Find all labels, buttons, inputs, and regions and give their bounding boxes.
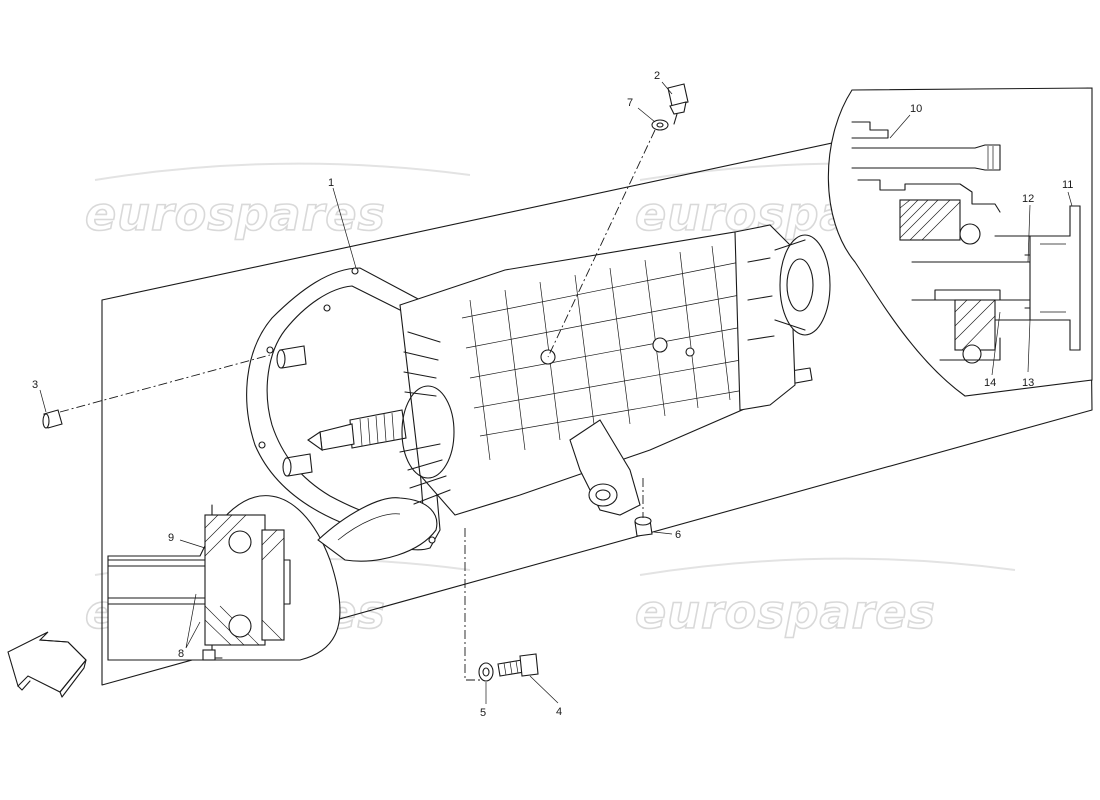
callout-labels: 1 2 3 4 5 6 7 8 9 10 11 12 13 14 bbox=[32, 70, 1073, 719]
bolt-and-washer-parts bbox=[478, 653, 539, 682]
callout-8: 8 bbox=[178, 648, 184, 660]
callout-2: 2 bbox=[654, 70, 660, 82]
callout-11: 11 bbox=[1062, 179, 1073, 191]
front-direction-arrow-icon bbox=[7, 631, 87, 698]
assembly-axes bbox=[59, 129, 656, 681]
assembly-frame bbox=[101, 87, 1093, 686]
callout-4: 4 bbox=[556, 706, 562, 718]
callout-13: 13 bbox=[1022, 377, 1034, 389]
speed-sensor-part bbox=[651, 83, 689, 131]
callout-3: 3 bbox=[32, 379, 38, 391]
watermark-4: eurospares bbox=[635, 585, 936, 639]
callout-14: 14 bbox=[984, 377, 996, 389]
callout-9: 9 bbox=[168, 532, 174, 544]
callout-6: 6 bbox=[675, 529, 681, 541]
callout-5: 5 bbox=[480, 707, 486, 719]
drain-plug-part bbox=[634, 516, 653, 537]
rear-output-detail bbox=[827, 87, 1093, 397]
dowel-pin-part bbox=[42, 409, 63, 429]
gearbox-casing bbox=[246, 224, 831, 562]
callout-10: 10 bbox=[910, 103, 922, 115]
callout-7: 7 bbox=[627, 97, 633, 109]
callout-12: 12 bbox=[1022, 193, 1034, 205]
leader-lines bbox=[39, 81, 1073, 704]
input-seal-detail bbox=[107, 495, 341, 661]
callout-1: 1 bbox=[328, 177, 334, 189]
